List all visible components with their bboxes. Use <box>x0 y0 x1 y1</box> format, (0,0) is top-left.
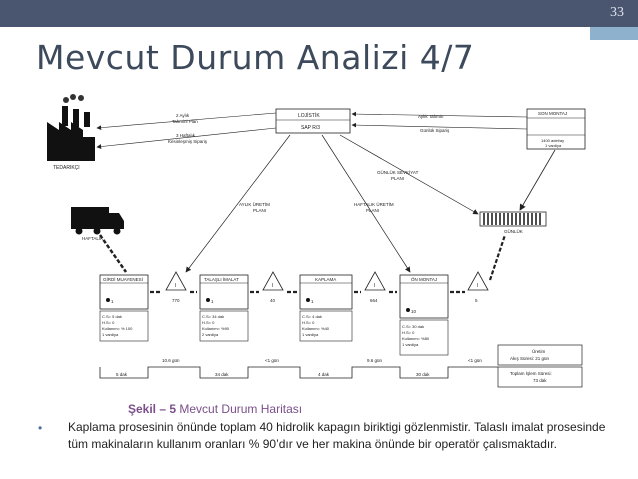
inventory-mark-4: I <box>477 283 478 289</box>
operator-count-4: 10 <box>411 309 417 314</box>
process-data-3a: C.S= 4 dak <box>302 314 322 319</box>
inventory-triangle-1: I <box>165 271 187 291</box>
inventory-triangle-3: I <box>364 271 386 291</box>
wait-time-1: 10.6 gün <box>162 358 180 363</box>
lead-time-label: Üretim <box>532 348 546 354</box>
figure-title: Mevcut Durum Haritası <box>179 402 303 416</box>
slide-title: Mevcut Durum Analizi 4/7 <box>36 38 475 77</box>
process-name-2: TALAŞLI İMALAT <box>204 276 239 282</box>
process-data-4b: H.S= 0 <box>402 330 415 335</box>
inventory-3: 664 <box>370 298 378 303</box>
inventory-4: 5 <box>475 298 478 303</box>
inventory-2: 40 <box>270 298 276 303</box>
truck-icon <box>71 207 124 235</box>
process-time-1: 5 dak <box>116 372 128 377</box>
inventory-1: 770 <box>172 298 180 303</box>
info-label-2b: Kesinleşmiş Sipariş <box>168 139 208 144</box>
process-data-2b: H.S= 0 <box>202 320 215 325</box>
customer-label: SON MONTAJ <box>538 111 567 116</box>
process-time-box <box>497 366 583 388</box>
customer-data-2: 1 vardiya <box>545 143 562 148</box>
logistics-box <box>275 108 351 134</box>
inventory-triangle-4: I <box>467 271 489 291</box>
wait-time-3: 9.6 gün <box>367 358 383 363</box>
process-time-2: 34 dak <box>215 372 229 377</box>
process-data-4d: 1 vardiya <box>402 342 419 347</box>
info-label-1b: Tahmini Plan <box>172 119 198 124</box>
total-time-label: Toplam İşlem Süresi: <box>510 370 552 376</box>
info-label-6b: PLANI <box>253 208 266 213</box>
process-data-1d: 1 vardiya <box>102 332 119 337</box>
info-label-7b: PLANI <box>366 208 379 213</box>
process-data-2d: 2 vardiya <box>202 332 219 337</box>
process-data-1a: C.S= 5 dak <box>102 314 122 319</box>
wait-time-4: <1 gün <box>468 358 482 363</box>
process-name-4: ÖN MONTAJ <box>411 276 437 282</box>
logistics-sub-label: SAP R/3 <box>301 125 320 131</box>
accent-bar <box>590 27 638 40</box>
info-label-1a: 2 Aylık <box>176 113 190 118</box>
supplier-factory-icon <box>47 94 95 161</box>
customer-data-1: 1400 adet/ay <box>541 138 564 143</box>
truck-label: HAFTALIK <box>82 236 103 241</box>
info-label-2a: 3 Haftalık <box>176 133 196 138</box>
logistics-label: LOJİSTİK <box>298 112 320 119</box>
inventory-mark-3: I <box>374 283 375 289</box>
bullet-marker: • <box>38 421 43 435</box>
supplier-label: TEDARIKÇI <box>53 165 80 171</box>
operator-count-3: 1 <box>311 299 314 304</box>
info-label-5a: GÜNLÜK SEVKİYAT <box>377 169 419 175</box>
body-paragraph: Kaplama prosesinin önünde toplam 40 hidr… <box>68 420 606 451</box>
daily-shipment-label: GÜNLÜK <box>504 228 523 234</box>
operator-count-2: 1 <box>211 299 214 304</box>
process-box-1: GİRDİ MUAYENESİ 1 C.S= 5 dak H.S= 0 Kull… <box>99 274 149 342</box>
info-label-5b: PLANI <box>391 176 404 181</box>
process-data-1c: Kullanım= % 100 <box>102 326 133 331</box>
daily-shipment-icon <box>479 211 547 227</box>
process-data-2c: Kullanım= %90 <box>202 326 230 331</box>
process-name-3: KAPLAMA <box>315 277 336 282</box>
lead-time-value: Akış Süresi: 21 gün <box>510 356 550 361</box>
process-data-3c: Kullanım= %40 <box>302 326 330 331</box>
process-box-3: KAPLAMA 1 C.S= 4 dak H.S= 0 Kullanım= %4… <box>299 274 353 342</box>
wait-time-2: <1 gün <box>265 358 279 363</box>
process-data-3d: 1 vardiya <box>302 332 319 337</box>
process-time-3: 4 dak <box>318 372 330 377</box>
inventory-mark-1: I <box>175 283 176 289</box>
info-label-4: Günlük Sipariş <box>420 128 450 133</box>
figure-number: Şekil – 5 <box>128 402 177 416</box>
total-time-value: 73 dak <box>533 378 547 383</box>
process-name-1: GİRDİ MUAYENESİ <box>103 276 143 282</box>
process-data-2a: C.S= 34 dak <box>202 314 224 319</box>
inventory-mark-2: I <box>272 283 273 289</box>
inventory-triangle-2: I <box>262 271 284 291</box>
page-number: 33 <box>610 5 624 20</box>
process-box-4: ÖN MONTAJ 10 C.S= 30 dak H.S= 0 Kullanım… <box>399 274 449 356</box>
process-time-4: 30 dak <box>416 372 430 377</box>
process-data-1b: H.S= 0 <box>102 320 115 325</box>
process-data-4a: C.S= 30 dak <box>402 324 424 329</box>
figure-caption: Şekil – 5 Mevcut Durum Haritası <box>128 402 302 416</box>
process-box-2: TALAŞLI İMALAT 1 C.S= 34 dak H.S= 0 Kull… <box>199 274 249 342</box>
lead-time-box <box>497 344 583 366</box>
process-data-3b: H.S= 0 <box>302 320 315 325</box>
process-data-4c: Kullanım= %80 <box>402 336 430 341</box>
info-label-7a: HAFTALIK ÜRETİM <box>354 201 394 207</box>
operator-count-1: 1 <box>111 299 114 304</box>
info-label-6a: AYLIK ÜRETİM <box>239 201 270 207</box>
top-bar: 33 <box>0 0 638 27</box>
info-label-3: Aylık Tahmin <box>418 114 444 119</box>
